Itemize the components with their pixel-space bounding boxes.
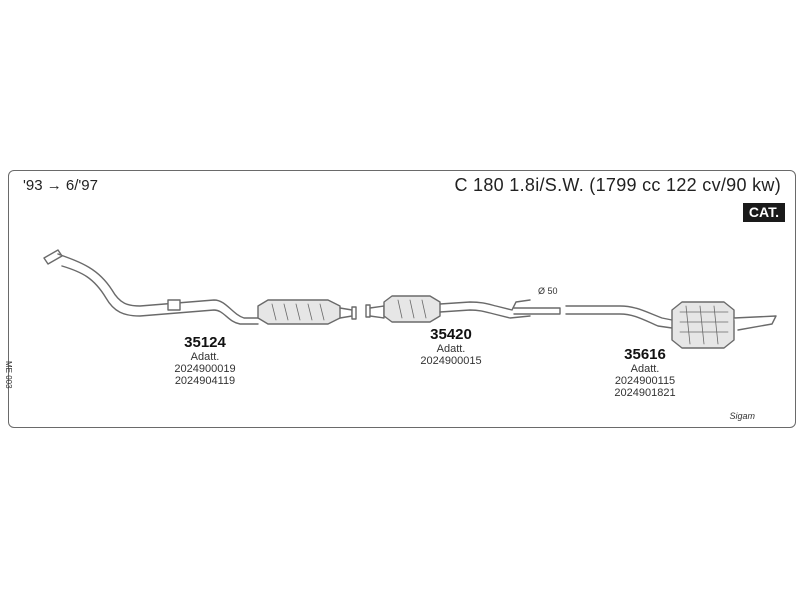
rear-silencer-drawing xyxy=(565,301,777,349)
part-code: 2024900019 xyxy=(174,363,236,375)
diameter-label: Ø 50 xyxy=(538,286,558,296)
front-pipe-drawing xyxy=(43,249,357,325)
middle-silencer-drawing xyxy=(365,295,561,323)
diagram-frame: '93 → 6/'97 C 180 1.8i/S.W. (1799 cc 122… xyxy=(4,170,796,428)
catalytic-converter-shape xyxy=(257,299,341,325)
brand-logo: Sigam xyxy=(729,411,755,421)
part-adatt-label: Adatt. xyxy=(190,351,220,363)
rear-silencer-shape xyxy=(671,301,735,349)
part-code: 2024900115 xyxy=(614,375,676,387)
part-number: 35124 xyxy=(184,334,226,351)
part-adatt-label: Adatt. xyxy=(630,363,660,375)
part-35420: 35420 Adatt. 2024900015 xyxy=(396,326,506,367)
part-number: 35616 xyxy=(624,346,666,363)
cat-badge: CAT. xyxy=(742,203,785,222)
part-35124: 35124 Adatt. 2024900019 2024904119 xyxy=(150,334,260,387)
part-number: 35420 xyxy=(430,326,472,343)
part-adatt-label: Adatt. xyxy=(436,343,466,355)
model-title: C 180 1.8i/S.W. (1799 cc 122 cv/90 kw) xyxy=(454,175,781,195)
part-code: 2024900015 xyxy=(420,355,482,367)
part-code: 2024901821 xyxy=(614,387,676,399)
part-35616: 35616 Adatt. 2024900115 2024901821 xyxy=(590,346,700,399)
year-range: '93 → 6/'97 xyxy=(23,177,98,194)
part-code: 2024904119 xyxy=(174,375,236,387)
